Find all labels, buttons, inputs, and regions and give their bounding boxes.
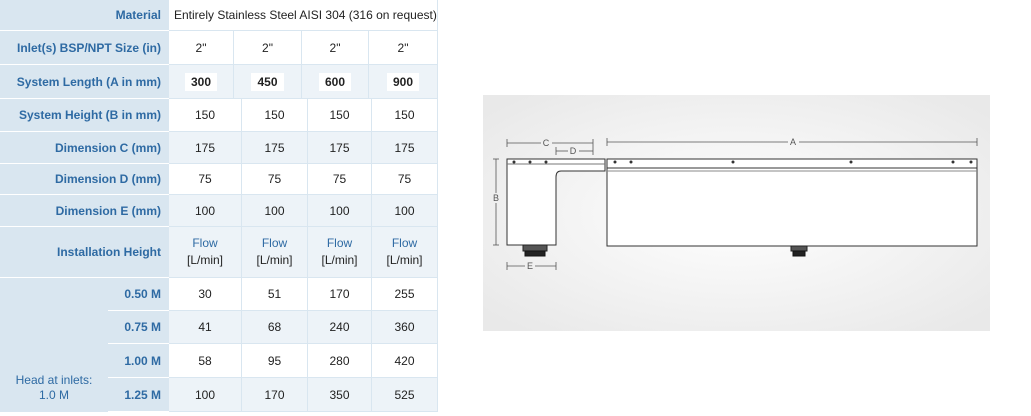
head-row-label: 1.00 M (108, 344, 169, 378)
flow-cell: 58 (169, 344, 242, 378)
flow-cell: 170 (242, 378, 308, 412)
inlet-cell: 2" (302, 31, 369, 65)
dim-d-cell: 75 (308, 164, 372, 195)
flow-cell: 170 (308, 278, 372, 311)
dimension-e (506, 262, 557, 270)
material-value: Entirely Stainless Steel AISI 304 (316 o… (169, 0, 438, 31)
dimension-d (555, 147, 594, 155)
flow-header: Flow[L/min] (242, 227, 308, 278)
label-installation-height: Installation Height (0, 227, 169, 278)
dimension-b (493, 158, 499, 246)
dimension-a (606, 138, 978, 146)
label-d: D (570, 146, 577, 156)
spec-table: Material Entirely Stainless Steel AISI 3… (0, 0, 438, 412)
flow-cell: 255 (372, 278, 438, 311)
flow-header: Flow[L/min] (372, 227, 438, 278)
label-a: A (790, 137, 796, 147)
label-e: E (527, 261, 533, 271)
head-row-label: 0.50 M (108, 278, 169, 311)
flow-cell: 30 (169, 278, 242, 311)
label-material: Material (0, 0, 169, 31)
flow-cell: 68 (242, 311, 308, 344)
flow-cell: 350 (308, 378, 372, 412)
side-view-screws (512, 160, 548, 164)
height-cell: 150 (372, 99, 438, 132)
inlet-cell: 2" (369, 31, 438, 65)
flow-cell: 100 (169, 378, 242, 412)
inlet-cell: 2" (234, 31, 302, 65)
head-row-label: 0.75 M (108, 311, 169, 344)
label-dim-e: Dimension E (mm) (0, 195, 169, 227)
length-cell: 600 (318, 72, 352, 91)
dim-e-cell: 100 (372, 195, 438, 227)
flow-header: Flow[L/min] (169, 227, 242, 278)
dimension-c (506, 139, 594, 147)
dim-e-cell: 100 (308, 195, 372, 227)
dim-c-cell: 175 (308, 132, 372, 164)
dim-c-cell: 175 (372, 132, 438, 164)
length-cell: 300 (184, 72, 218, 91)
label-b: B (493, 193, 499, 203)
length-cell: 450 (251, 72, 284, 91)
dim-d-cell: 75 (169, 164, 242, 195)
flow-cell: 420 (372, 344, 438, 378)
label-height: System Height (B in mm) (0, 99, 169, 132)
head-at-inlets-label: Head at inlets: 1.0 M (0, 278, 108, 412)
dim-e-cell: 100 (169, 195, 242, 227)
label-inlet: Inlet(s) BSP/NPT Size (in) (0, 31, 169, 65)
dim-c-cell: 175 (242, 132, 308, 164)
dim-d-cell: 75 (372, 164, 438, 195)
flow-cell: 280 (308, 344, 372, 378)
front-view-screws (613, 160, 973, 164)
label-length: System Length (A in mm) (0, 65, 169, 99)
dim-e-cell: 100 (242, 195, 308, 227)
height-cell: 150 (308, 99, 372, 132)
flow-cell: 525 (372, 378, 438, 412)
flow-cell: 95 (242, 344, 308, 378)
length-cell: 900 (386, 72, 420, 91)
flow-cell: 51 (242, 278, 308, 311)
height-cell: 150 (242, 99, 308, 132)
label-c: C (543, 138, 550, 148)
dimension-diagram: C D B E A (483, 95, 990, 331)
flow-header: Flow[L/min] (308, 227, 372, 278)
flow-cell: 240 (308, 311, 372, 344)
front-view (606, 158, 978, 257)
label-dim-d: Dimension D (mm) (0, 164, 169, 195)
inlet-cell: 2" (169, 31, 234, 65)
dim-c-cell: 175 (169, 132, 242, 164)
flow-cell: 41 (169, 311, 242, 344)
dim-d-cell: 75 (242, 164, 308, 195)
height-cell: 150 (169, 99, 242, 132)
flow-cell: 360 (372, 311, 438, 344)
side-view (506, 158, 606, 257)
label-dim-c: Dimension C (mm) (0, 132, 169, 164)
head-row-label: 1.25 M (108, 378, 169, 412)
